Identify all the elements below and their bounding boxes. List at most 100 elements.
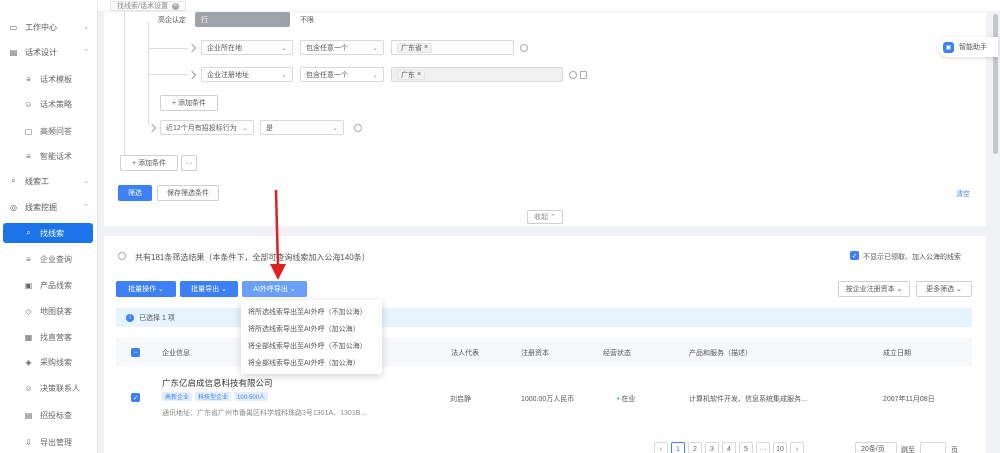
th-products: 产品和服务（描述） (689, 350, 752, 357)
more-options-button[interactable]: ··· (181, 155, 197, 171)
sidebar-item[interactable]: ▢高频问答 (0, 121, 98, 141)
badge: 高新企业 (162, 392, 193, 401)
close-icon[interactable]: × (171, 2, 179, 10)
filter-tag-input[interactable]: 广东省 × (391, 40, 514, 55)
remove-condition-icon[interactable] (520, 44, 528, 52)
filter-field-select[interactable]: 企业所在地⌄ (201, 40, 293, 55)
chevron-down-icon: ⌄ (372, 71, 378, 79)
row-checkbox[interactable]: ✓ (131, 393, 140, 402)
collapse-button[interactable]: 收起 ⌃ (527, 210, 563, 224)
filter-button[interactable]: 筛选 (118, 185, 152, 201)
select-text: 包含任意一个 (306, 44, 348, 52)
button-text: 批量导出 (191, 286, 220, 293)
goto-input[interactable] (920, 442, 946, 453)
page-button[interactable]: 5 (739, 442, 753, 453)
tag-text: 广东省 (401, 44, 422, 52)
sidebar: ▭工作中心⌄ ▤话术设计⌃ ⌕线索工⌄ ◎线索挖掘⌃ ≡话术模板 ☺话术策略 ▢高频问答 ≡智… (0, 0, 98, 453)
dropdown-item[interactable]: 将全部线索导出至AI外呼（加公海） (248, 360, 360, 367)
selected-info-text: 已选择 1 项 (139, 314, 175, 322)
button-text: 批量操作 (128, 286, 157, 293)
sidebar-item-label: 智能话术 (40, 151, 72, 161)
th-status: 经营状态 (603, 350, 631, 357)
copy-condition-icon[interactable] (580, 71, 587, 79)
sidebar-item-label: 采购线索 (40, 357, 72, 367)
page-scrollbar[interactable] (993, 14, 998, 154)
sidebar-item-label: 高频问答 (40, 126, 72, 136)
page-button[interactable]: 4 (722, 442, 736, 453)
filter-tag-input[interactable]: 广东 × (391, 67, 563, 82)
filter-op-select[interactable]: 包含任意一个 ⌄ (300, 40, 384, 55)
sidebar-group[interactable]: ◎线索挖掘⌃ (0, 197, 98, 217)
sidebar-group[interactable]: ▭工作中心⌄ (0, 17, 98, 37)
save-filter-button[interactable]: 保存筛选条件 (157, 185, 219, 201)
sidebar-item-label: 决策联系人 (40, 383, 80, 393)
page-button[interactable]: ‹ (654, 442, 668, 453)
batch-export-button[interactable]: 批量导出 ⌄ (180, 281, 238, 297)
batch-ops-button[interactable]: 批量操作 ⌄ (116, 281, 176, 297)
tab-current[interactable]: 找线索/话术设置 × (110, 1, 186, 11)
sidebar-item[interactable]: ⇩导出管理 (0, 432, 98, 452)
chevron-down-icon: ⌄ (372, 44, 378, 52)
sidebar-group[interactable]: ⌕线索工⌄ (0, 171, 98, 191)
company-name[interactable]: 广东亿启成信息科技有限公司 (162, 378, 273, 388)
expand-icon[interactable] (187, 43, 197, 53)
select-text: 20条/页 (861, 446, 885, 453)
select-text: 近12个月有招投标行为 (166, 124, 237, 132)
sidebar-item[interactable]: ≡企业查询 (0, 249, 98, 269)
dropdown-item[interactable]: 将所选线索导出至AI外呼（加公海） (248, 326, 360, 333)
target-icon: ◎ (10, 202, 17, 212)
page-button[interactable]: 1 (671, 442, 685, 453)
select-all-radio[interactable] (118, 252, 126, 260)
remove-condition-icon[interactable] (354, 124, 362, 132)
sidebar-item[interactable]: ☺话术策略 (0, 94, 98, 114)
map-icon: ◇ (25, 306, 32, 316)
select-text: 企业注册地址 (207, 71, 249, 79)
page-button[interactable]: 10 (773, 442, 787, 453)
dropdown-item[interactable]: 将所选线索导出至AI外呼（不加公海） (248, 309, 367, 316)
box-icon: ▣ (24, 280, 33, 290)
page-size-select[interactable]: 20条/页 (855, 442, 897, 453)
sidebar-group[interactable]: ▤话术设计⌃ (0, 42, 98, 62)
dropdown-item[interactable]: 将全部线索导出至AI外呼（不加公海） (248, 343, 367, 350)
chevron-icon: ⌄ (83, 178, 89, 185)
sidebar-item[interactable]: ☺决策联系人 (0, 378, 98, 398)
th-company: 企业信息 (162, 350, 190, 357)
filter-value-select[interactable]: 行⌄ (195, 12, 290, 27)
expand-icon[interactable] (147, 123, 157, 133)
sort-select[interactable]: 按企业注册资本 ⌄ (838, 281, 910, 297)
sidebar-item[interactable]: ≡智能话术 (0, 146, 98, 166)
sidebar-item[interactable]: ⌕找线索 (3, 223, 93, 243)
page-button[interactable]: › (790, 442, 804, 453)
person-icon: ☺ (24, 99, 33, 109)
reset-link[interactable]: 清空 (956, 191, 970, 198)
add-condition-inner-button[interactable]: + 添加条件 (160, 95, 218, 111)
assistant-button[interactable]: ▣ 智能助手 (938, 37, 998, 57)
sidebar-item[interactable]: ◇地图获客 (0, 301, 98, 321)
filter-op-select[interactable]: 是⌄ (260, 120, 344, 135)
header-checkbox[interactable]: − (131, 348, 140, 357)
goto-label: 跳至 (901, 447, 915, 453)
expand-icon[interactable] (187, 70, 197, 80)
chevron-icon: ⌃ (83, 49, 89, 56)
page-button[interactable]: 3 (705, 442, 719, 453)
sidebar-item[interactable]: ≡话术模板 (0, 69, 98, 89)
add-condition-button[interactable]: + 添加条件 (120, 155, 178, 171)
more-filter-select[interactable]: 更多筛选 ⌄ (916, 281, 972, 297)
search-icon: ⌕ (11, 176, 16, 185)
capital: 1000.00万人民币 (521, 396, 575, 403)
status-text: 在业 (621, 396, 636, 403)
sidebar-item[interactable]: ▦找直营客 (0, 327, 98, 347)
remove-condition-icon[interactable] (569, 71, 577, 79)
filter-field-select[interactable]: 近12个月有招投标行为⌄ (160, 120, 254, 135)
sidebar-item[interactable]: ▤招投标查 (0, 405, 98, 425)
filter-field-select[interactable]: 企业注册地址⌄ (201, 67, 293, 82)
filter-op-select[interactable]: 包含任意一个⌄ (300, 67, 384, 82)
filter-field-label: 高企认定 (158, 17, 186, 24)
hide-received-checkbox[interactable]: ✓ (850, 251, 859, 260)
page-button[interactable]: ··· (756, 442, 770, 453)
page-button[interactable]: 2 (688, 442, 702, 453)
sidebar-item[interactable]: ◈采购线索 (0, 352, 98, 372)
status-dot-icon: • (617, 396, 620, 403)
ai-outbound-button[interactable]: AI外呼导出 ⌄ (242, 281, 307, 297)
sidebar-item[interactable]: ▣产品线索 (0, 275, 98, 295)
